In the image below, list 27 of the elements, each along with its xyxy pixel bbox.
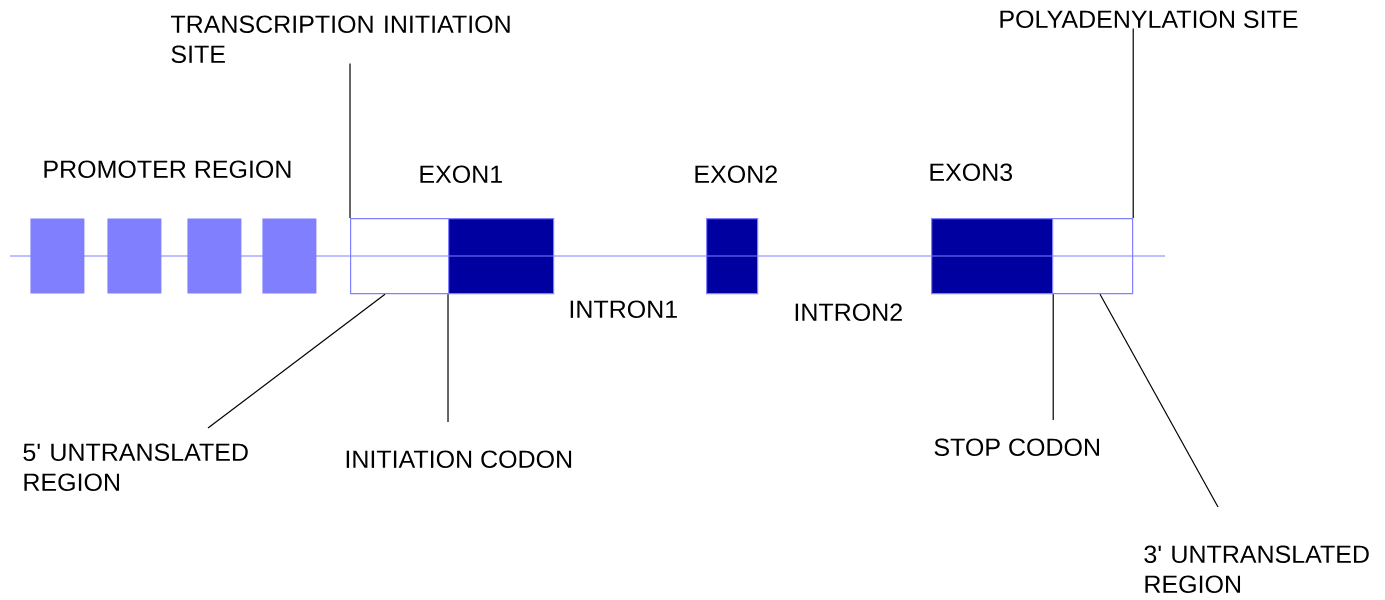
untranslated-region-box — [1052, 218, 1134, 295]
promoter-box — [107, 218, 162, 294]
region-label: EXON3 — [930, 163, 1013, 182]
exon-box — [706, 218, 759, 295]
leader-line — [207, 293, 386, 429]
promoter-box — [187, 218, 242, 294]
callout-label: 3' UNTRANSLATED REGION — [1144, 545, 1369, 594]
region-label: PROMOTER REGION — [44, 160, 291, 179]
region-label: INTRON1 — [570, 300, 677, 319]
region-label: EXON1 — [420, 165, 502, 184]
callout-label: INITIATION CODON — [346, 450, 572, 469]
region-label: INTRON2 — [795, 303, 902, 322]
leader-line — [1099, 293, 1219, 508]
untranslated-region-box — [350, 218, 450, 295]
exon-box — [931, 218, 1054, 295]
promoter-box — [30, 218, 85, 294]
callout-label: 5' UNTRANSLATED REGION — [23, 443, 248, 492]
leader-line — [1052, 293, 1054, 421]
leader-line — [1132, 27, 1134, 219]
leader-line — [349, 62, 351, 219]
callout-label: POLYADENYLATION SITE — [1000, 10, 1298, 29]
exon-box — [448, 218, 555, 295]
promoter-box — [262, 218, 317, 294]
callout-label: STOP CODON — [934, 438, 1099, 457]
leader-line — [447, 293, 449, 423]
region-label: EXON2 — [695, 165, 777, 184]
callout-label: TRANSCRIPTION INITIATION SITE — [170, 15, 510, 64]
